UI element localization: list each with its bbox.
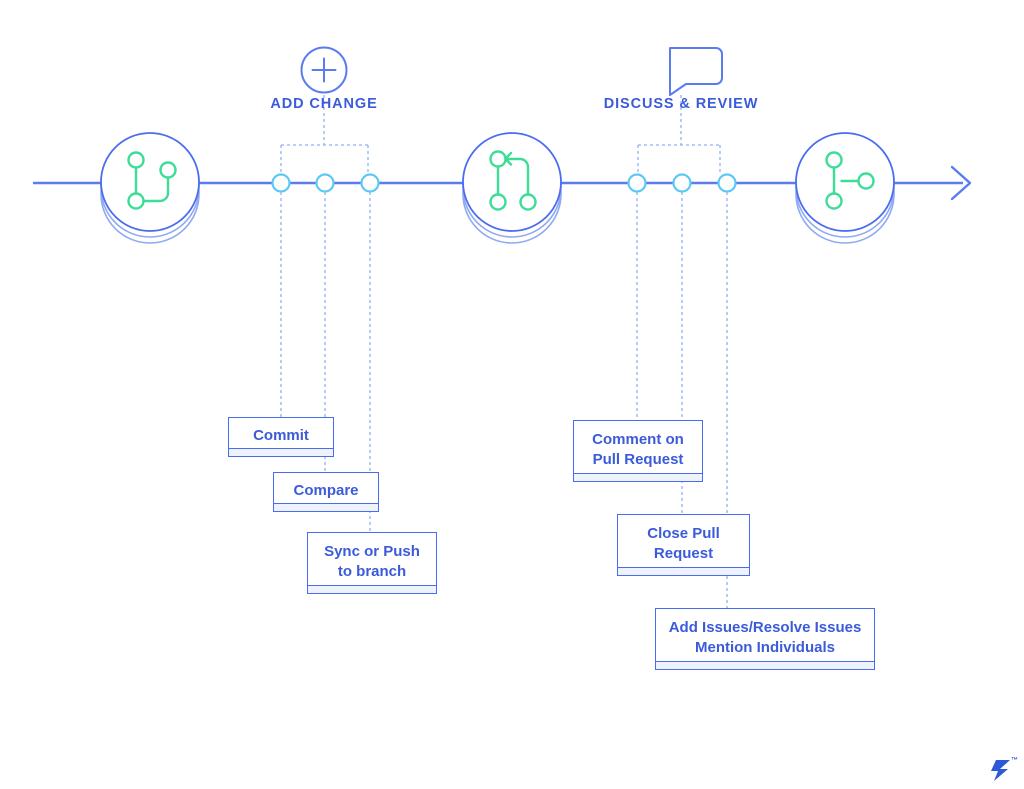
milestone-branch-fork — [795, 132, 895, 244]
plus-circle-icon — [300, 46, 348, 94]
card-commit-label: Commit — [253, 427, 309, 444]
card-sync-push-line-1: Sync or Push — [324, 543, 420, 560]
card-add-issues-label: Add Issues/Resolve Issues Mention Indivi… — [656, 609, 874, 658]
card-comment-pr-label: Comment on Pull Request — [574, 421, 702, 470]
node-close-pr-ring — [672, 173, 692, 193]
card-close-pr-line-2: Request — [653, 544, 714, 562]
card-commit-strip — [229, 448, 333, 456]
node-compare-ring — [315, 173, 335, 193]
card-add-issues[interactable]: Add Issues/Resolve Issues Mention Indivi… — [655, 608, 875, 670]
card-close-pr-strip — [618, 567, 749, 575]
node-comment-ring — [627, 173, 647, 193]
timeline-arrowhead — [950, 165, 972, 201]
card-add-issues-line-2: Mention Individuals — [694, 638, 835, 656]
milestone-branch-merge — [100, 132, 200, 244]
card-close-pr[interactable]: Close Pull Request — [617, 514, 750, 576]
card-add-issues-line-1: Add Issues/Resolve Issues — [668, 619, 862, 636]
card-sync-push-strip — [308, 585, 436, 593]
card-comment-pr-line-2: Pull Request — [592, 450, 684, 468]
card-add-issues-strip — [656, 661, 874, 669]
phase-label-add-change: ADD CHANGE — [270, 96, 378, 112]
phase-label-discuss-review: DISCUSS & REVIEW — [603, 96, 759, 112]
toptal-logo — [991, 760, 1010, 781]
card-comment-pr-line-1: Comment on — [592, 431, 684, 448]
connector-group-add-change — [280, 95, 371, 532]
timeline-node-ring-group — [271, 173, 737, 193]
speech-bubble-icon — [669, 47, 723, 96]
card-sync-push-line-2: to branch — [337, 562, 407, 580]
trademark-symbol: ™ — [1011, 757, 1018, 764]
node-sync-push-ring — [360, 173, 380, 193]
card-comment-pr-strip — [574, 473, 702, 481]
card-sync-push[interactable]: Sync or Push to branch — [307, 532, 437, 594]
card-close-pr-line-1: Close Pull — [647, 525, 720, 542]
card-sync-push-label: Sync or Push to branch — [308, 533, 436, 582]
card-compare-strip — [274, 503, 378, 511]
card-compare[interactable]: Compare — [273, 472, 379, 512]
connector-group-discuss-review — [636, 95, 728, 608]
node-commit-ring — [271, 173, 291, 193]
card-compare-label: Compare — [293, 482, 359, 499]
node-issues-ring — [717, 173, 737, 193]
card-commit[interactable]: Commit — [228, 417, 334, 457]
card-close-pr-label: Close Pull Request — [618, 515, 749, 564]
milestone-merge-arrow — [462, 132, 562, 244]
card-comment-pr[interactable]: Comment on Pull Request — [573, 420, 703, 482]
